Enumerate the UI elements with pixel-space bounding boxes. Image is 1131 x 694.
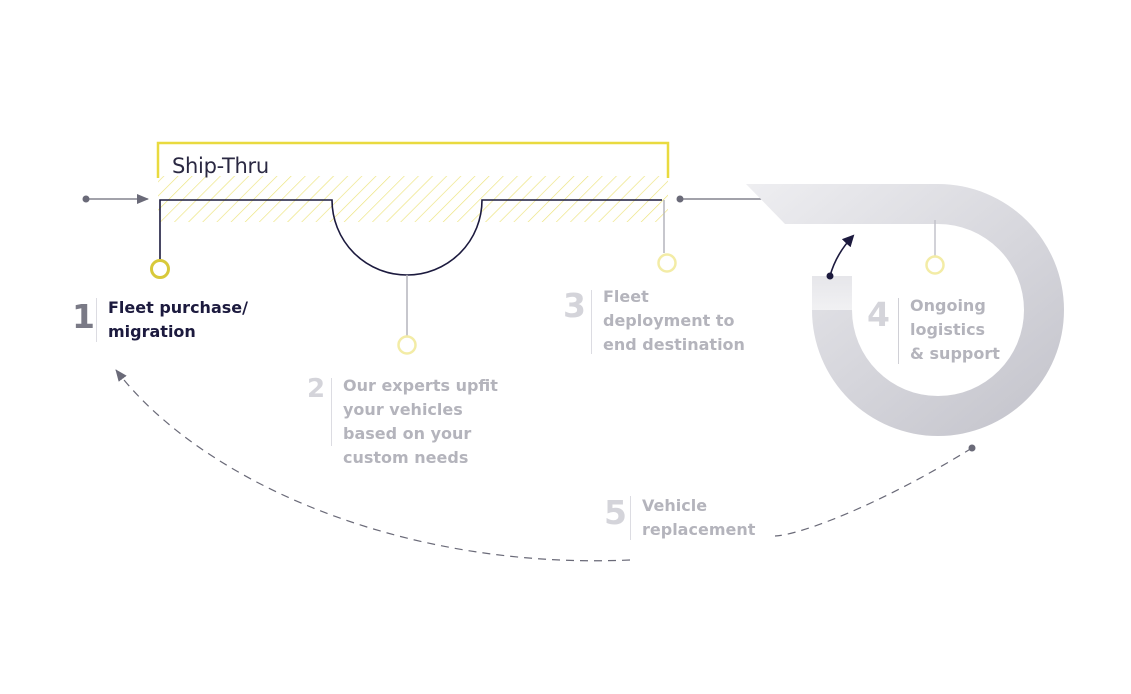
step-1-separator (96, 298, 97, 342)
step-3-label: Fleet deployment to end destination (603, 285, 745, 357)
step-4-separator (898, 298, 899, 364)
step-2-label: Our experts upfit your vehicles based on… (343, 374, 498, 470)
step-1-label-line: Fleet purchase/ (108, 298, 248, 317)
step-3-label-line: end destination (603, 335, 745, 354)
step-2-separator (331, 378, 332, 446)
step-2-label-line: custom needs (343, 448, 469, 467)
incoming-arrow (82, 194, 149, 204)
step-3-label-line: Fleet (603, 287, 649, 306)
step-5-label-line: Vehicle (642, 496, 708, 515)
step-3-separator (591, 290, 592, 354)
step-5-number: 5 (604, 493, 627, 532)
step-3-node[interactable] (657, 253, 677, 273)
step-2-label-line: your vehicles (343, 400, 463, 419)
step-4-number: 4 (867, 295, 890, 334)
process-line (159, 199, 662, 276)
cycle-arrow (826, 234, 855, 280)
step-2-label-line: based on your (343, 424, 472, 443)
step-1-number: 1 (72, 297, 95, 336)
step-3-number: 3 (563, 286, 586, 325)
step-4-label-line: logistics (910, 320, 986, 339)
step-5-label-line: replacement (642, 520, 756, 539)
step-4-label-line: & support (910, 344, 1000, 363)
step-5-separator (630, 496, 631, 540)
step-1-label-line: migration (108, 322, 196, 341)
step-2-number: 2 (307, 374, 326, 404)
step-2-label-line: Our experts upfit (343, 376, 498, 395)
step-4-label: Ongoing logistics & support (910, 294, 1000, 366)
logistics-ring (746, 184, 1064, 436)
step-5-label: Vehicle replacement (642, 494, 755, 542)
step-4-node[interactable] (925, 255, 945, 275)
step-3-label-line: deployment to (603, 311, 735, 330)
replacement-return-arrow (115, 369, 976, 562)
step-1-node[interactable] (150, 259, 170, 279)
step-1-label: Fleet purchase/ migration (108, 296, 248, 344)
step-4-label-line: Ongoing (910, 296, 986, 315)
ship-thru-region (156, 141, 670, 222)
ship-thru-label: Ship-Thru (172, 154, 269, 178)
step-2-node[interactable] (397, 335, 417, 355)
